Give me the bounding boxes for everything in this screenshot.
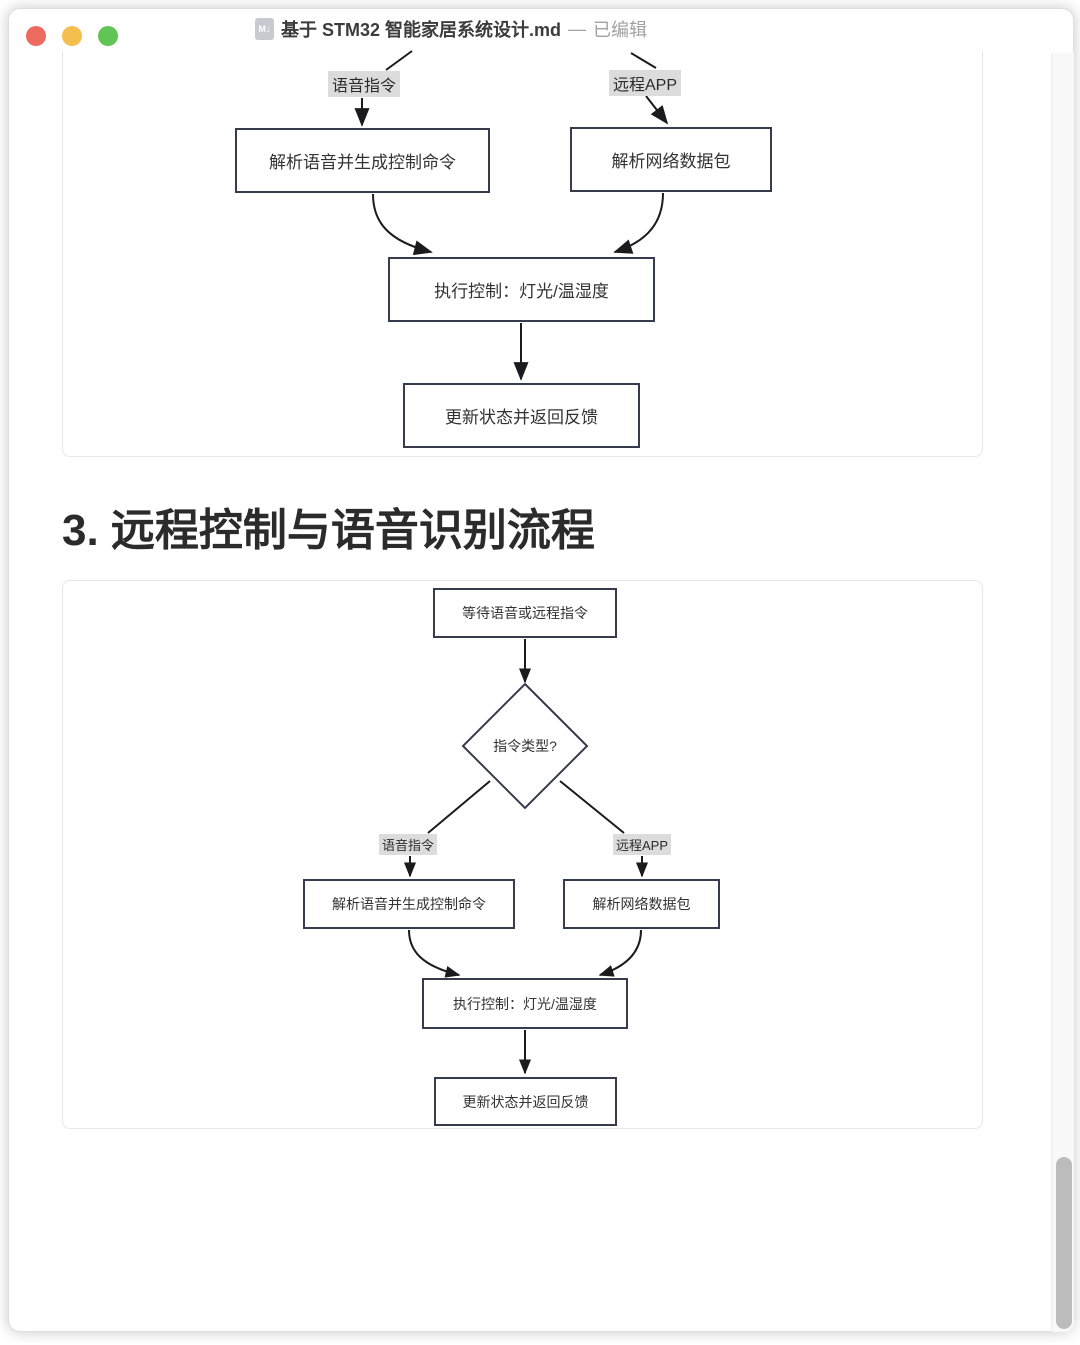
edge-label-remote: 远程APP: [609, 70, 682, 96]
edge-label-voice: 语音指令: [328, 71, 401, 97]
edge-label-remote: 远程APP: [613, 834, 672, 855]
node-parse-network: 解析网络数据包: [563, 879, 720, 929]
edge-label-voice: 语音指令: [379, 834, 438, 855]
scrollbar-thumb[interactable]: [1056, 1157, 1072, 1329]
node-execute-control: 执行控制：灯光/温湿度: [388, 257, 655, 322]
node-parse-voice: 解析语音并生成控制命令: [303, 879, 515, 929]
node-execute-control: 执行控制：灯光/温湿度: [422, 978, 628, 1029]
scrollbar-track[interactable]: [1051, 53, 1074, 1332]
diagram2-container[interactable]: [62, 580, 983, 1129]
window-title: 基于 STM32 智能家居系统设计.md: [281, 20, 562, 40]
close-button[interactable]: [26, 26, 46, 46]
window-title-group: M↓ 基于 STM32 智能家居系统设计.md — 已编辑: [255, 17, 647, 41]
node-update-status: 更新状态并返回反馈: [434, 1077, 617, 1126]
title-separator: —: [568, 18, 587, 39]
node-update-status: 更新状态并返回反馈: [403, 383, 640, 448]
edited-status: 已编辑: [593, 20, 648, 40]
markdown-file-icon: M↓: [255, 18, 274, 40]
decision-diamond-label: 指令类型?: [493, 738, 557, 754]
node-parse-voice: 解析语音并生成控制命令: [235, 128, 490, 193]
titlebar[interactable]: [8, 8, 1074, 54]
section-heading: 3. 远程控制与语音识别流程: [62, 506, 595, 555]
node-wait-command: 等待语音或远程指令: [433, 588, 617, 638]
node-parse-network: 解析网络数据包: [570, 127, 772, 192]
minimize-button[interactable]: [62, 26, 82, 46]
zoom-button[interactable]: [98, 26, 118, 46]
